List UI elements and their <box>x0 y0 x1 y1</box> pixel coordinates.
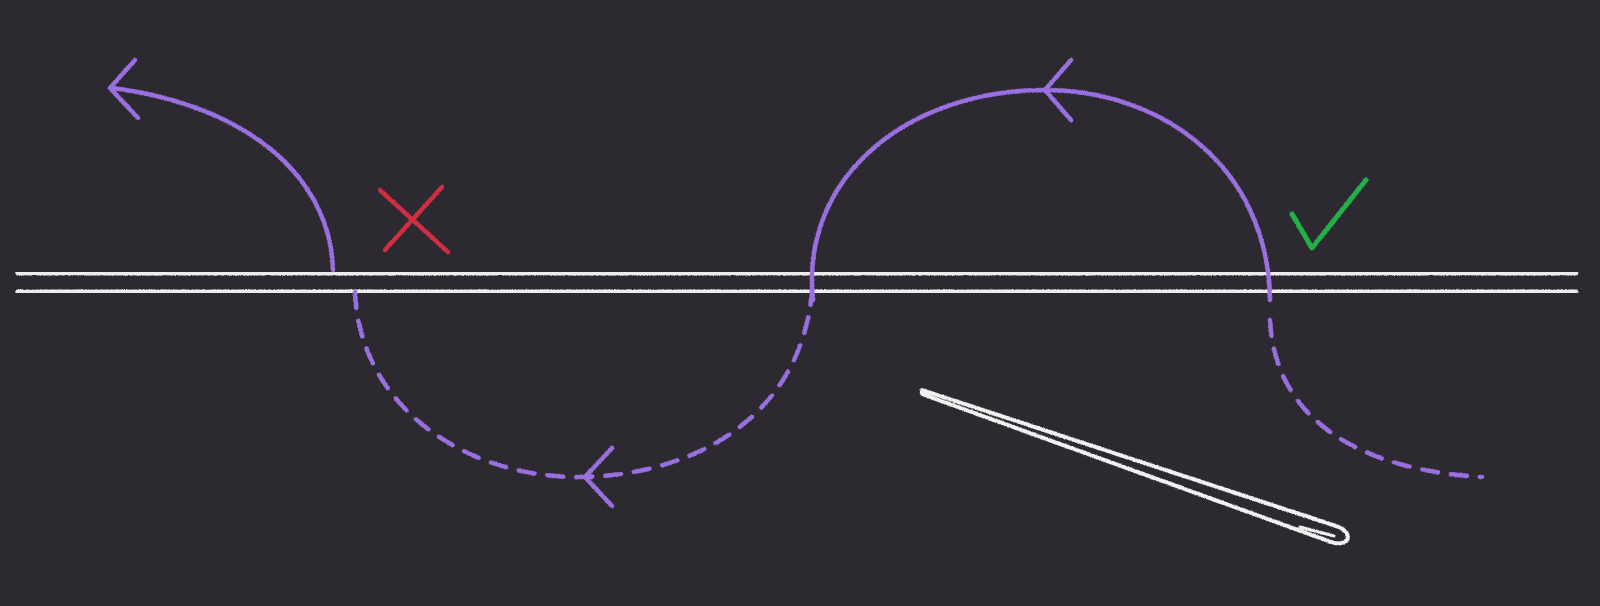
thread-lower-arrowhead <box>582 445 615 509</box>
checkmark-icon <box>1289 177 1369 251</box>
thread-lower-loop <box>352 289 815 480</box>
fabric <box>15 270 1579 295</box>
thread-left-arrowhead <box>107 57 141 121</box>
cross-icon <box>377 184 451 255</box>
thread-upper-arc <box>809 87 1273 303</box>
thread-right-tail <box>1267 317 1485 480</box>
sewing-needle-icon <box>920 388 1350 546</box>
thread-upper-arrowhead <box>1042 57 1074 123</box>
thread-left-arc <box>109 85 336 273</box>
thread <box>107 57 1485 509</box>
